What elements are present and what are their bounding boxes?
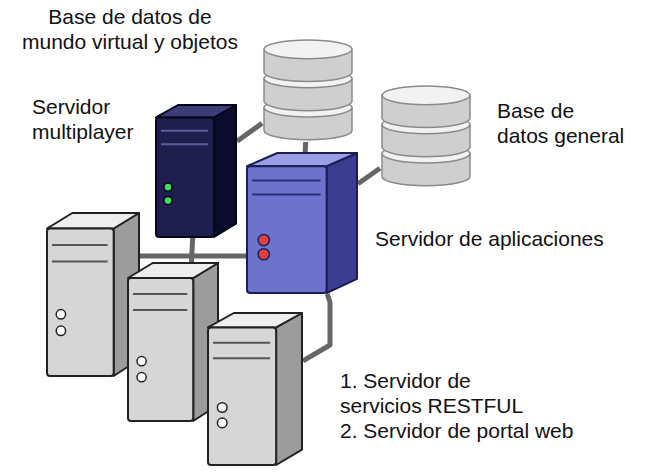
server-icon xyxy=(207,312,303,466)
node-label: 2. Servidor de portal web xyxy=(340,418,608,443)
label-group: 1. Servidor de servicios RESTFUL2. Servi… xyxy=(340,368,608,444)
server-body xyxy=(156,105,236,237)
network-link xyxy=(237,123,262,141)
server-body xyxy=(247,153,357,293)
node-label: Base de datos de mundo virtual y objetos xyxy=(5,4,255,54)
network-link xyxy=(303,294,330,361)
web-server-icon xyxy=(128,263,218,421)
node-label: Servidor multiplayer xyxy=(32,94,152,144)
server-body xyxy=(208,313,302,465)
database-node: Base de datos general xyxy=(380,84,472,188)
label-group: Base de datos general xyxy=(497,98,625,148)
database-node: Base de datos de mundo virtual y objetos xyxy=(262,38,354,142)
network-link xyxy=(303,142,308,152)
database-stack xyxy=(264,40,352,140)
server-icon xyxy=(246,152,358,294)
web-server-icon xyxy=(47,213,139,376)
node-label: Servidor de aplicaciones xyxy=(375,226,647,251)
server-node: Servidor de aplicaciones xyxy=(246,152,358,294)
server-node: 1. Servidor de servicios RESTFUL2. Servi… xyxy=(207,312,303,466)
server-body xyxy=(47,213,139,376)
database-icon xyxy=(380,84,472,188)
server-icon xyxy=(155,104,237,238)
node-label: Base de datos general xyxy=(497,98,625,148)
network-link xyxy=(358,168,380,183)
database-icon xyxy=(262,38,354,142)
server-body xyxy=(128,263,218,421)
node-label: 1. Servidor de servicios RESTFUL xyxy=(340,368,608,418)
database-stack xyxy=(382,86,470,186)
label-group: Servidor multiplayer xyxy=(32,94,152,144)
label-group: Servidor de aplicaciones xyxy=(375,226,647,251)
server-node: Servidor multiplayer xyxy=(155,104,237,238)
label-group: Base de datos de mundo virtual y objetos xyxy=(5,4,255,54)
